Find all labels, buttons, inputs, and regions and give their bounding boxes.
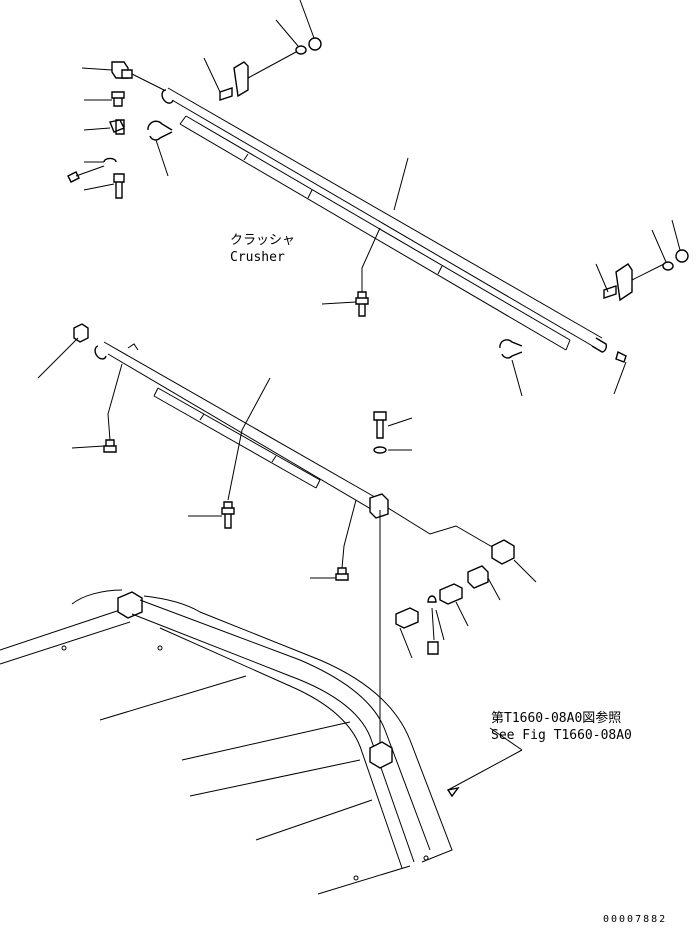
lower-bolt-washer — [373, 411, 413, 750]
crusher-label-en: Crusher — [230, 250, 285, 265]
upper-left-fittings — [67, 61, 173, 199]
crusher-label-jp: クラッシャ — [230, 233, 295, 248]
drawing-number: 00007882 — [603, 914, 667, 925]
upper-grease-fitting — [321, 157, 409, 317]
upper-right-clamp — [499, 219, 689, 397]
upper-pipe-assembly — [161, 87, 627, 363]
lower-pipe-assembly — [37, 323, 537, 583]
lower-fittings-cluster — [395, 565, 501, 659]
cab-roof-structure — [0, 589, 523, 895]
see-fig-label-jp: 第T1660-08A0図参照 — [491, 710, 621, 726]
see-fig-label-en: See Fig T1660-08A0 — [491, 728, 632, 743]
lower-grease-fittings — [71, 363, 357, 581]
upper-top-clamp — [203, 0, 322, 101]
